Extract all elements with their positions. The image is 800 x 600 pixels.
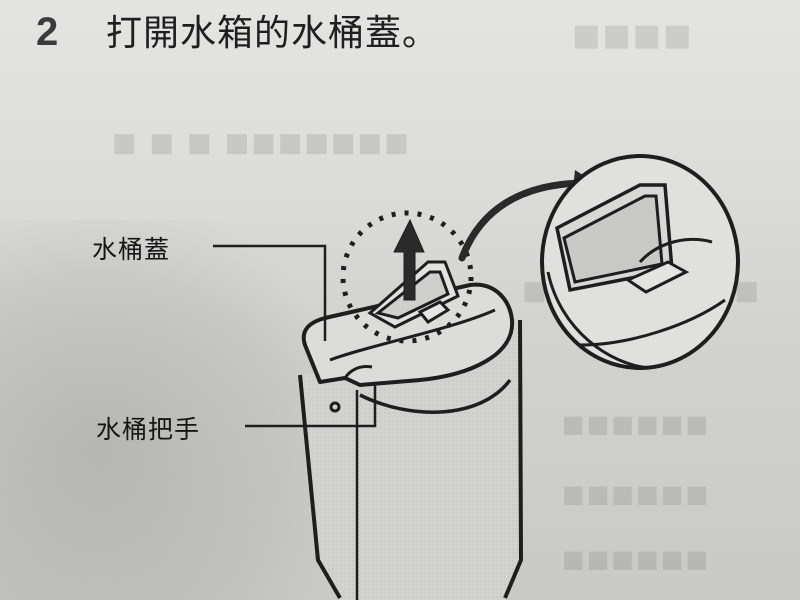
magnified-lid-detail [540, 154, 740, 370]
step-heading: 2 打開水箱的水桶蓋。 [36, 4, 439, 56]
callout-label-bucket-handle: 水桶把手 [96, 415, 201, 444]
step-number: 2 [36, 10, 59, 54]
water-bucket-lid [301, 282, 515, 387]
step-instruction: 打開水箱的水桶蓋。 [106, 13, 440, 54]
up-arrow-icon [393, 218, 425, 301]
tank-handle-hole [329, 401, 341, 413]
callout-leader-lines [213, 244, 377, 428]
dotted-highlight-circle [340, 210, 474, 344]
callout-label-bucket-lid: 水桶蓋 [92, 235, 171, 264]
